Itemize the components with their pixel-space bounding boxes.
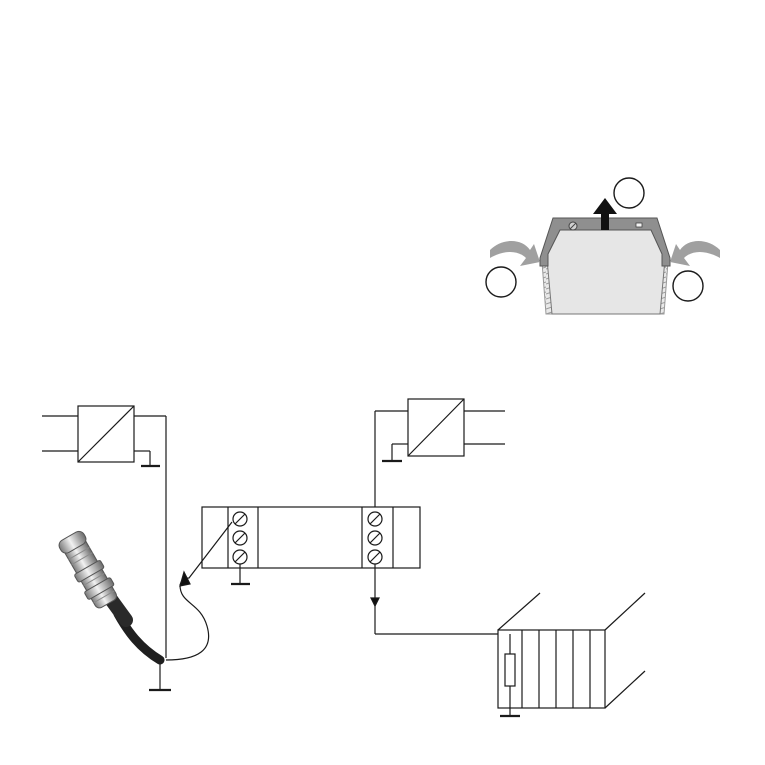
signal-arrow-icon <box>371 598 379 606</box>
wiring-diagram <box>42 399 645 716</box>
right-converter <box>375 399 505 509</box>
terminal-screw-icon <box>368 512 382 526</box>
output-signal-wire <box>371 564 510 634</box>
step-circle-top <box>614 178 644 208</box>
terminal-screw-icon <box>368 531 382 545</box>
resistor-icon <box>505 654 515 686</box>
push-right-arrow-icon <box>670 241 720 266</box>
terminal-block <box>202 507 420 584</box>
module-body <box>546 222 666 314</box>
terminal-screw-icon <box>233 550 247 564</box>
push-left-arrow-icon <box>490 241 540 266</box>
step-circle-left <box>486 267 516 297</box>
terminal-screw-icon <box>368 550 382 564</box>
terminal-screw-icon <box>233 512 247 526</box>
io-rack <box>498 593 645 716</box>
terminal-screw-icon <box>233 531 247 545</box>
module-removal-detail <box>486 178 720 314</box>
frame-notch <box>636 223 642 227</box>
signal-arrow-icon <box>180 572 190 586</box>
step-circle-right <box>673 271 703 301</box>
proximity-sensor-icon <box>56 529 160 660</box>
left-converter <box>42 406 166 658</box>
